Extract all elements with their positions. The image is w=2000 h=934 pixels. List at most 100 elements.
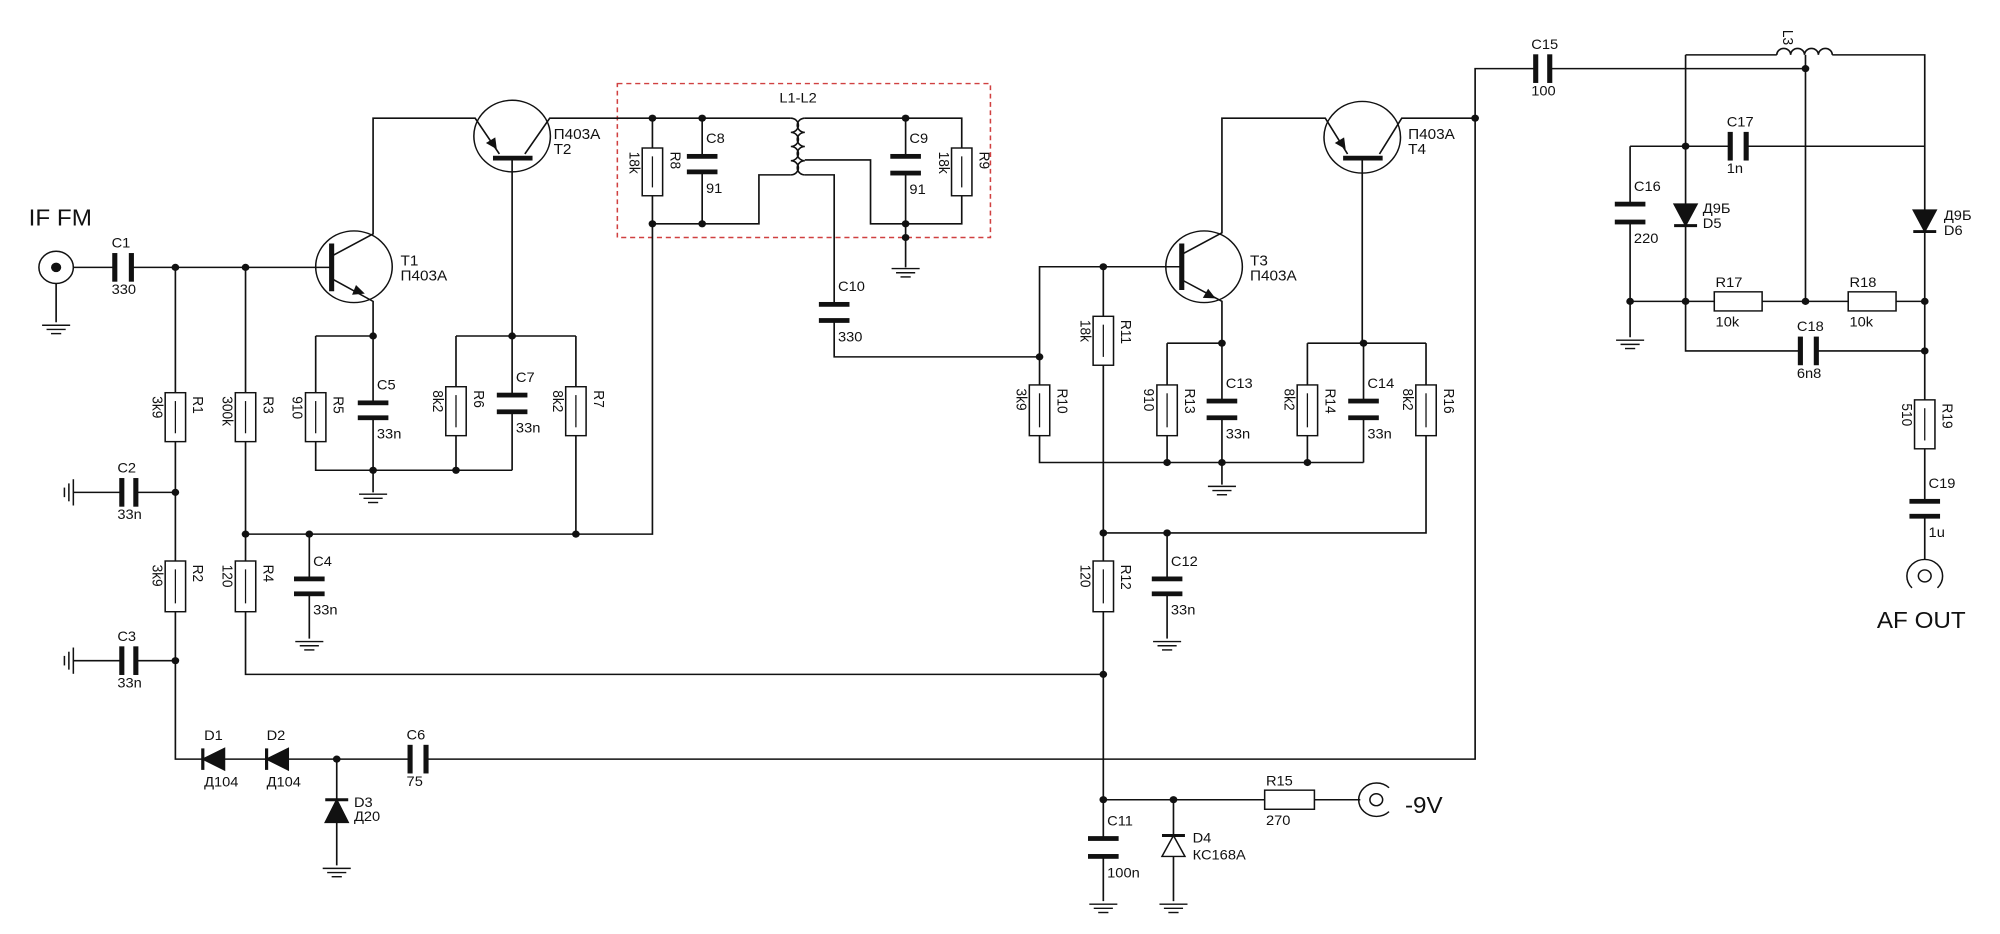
resistor-value: 3k9 [148,396,165,418]
junction-dot [369,466,377,474]
cap-gap [1535,53,1550,85]
capacitor-C10-plate [818,301,850,307]
junction-dot [1218,458,1226,467]
label: Д9Б [1944,209,1972,224]
capacitor-C19-plate [1909,513,1941,519]
resistor-ref: R3 [259,396,276,414]
capacitor-value: 33n [377,427,401,442]
wire [1684,54,1925,352]
junction-dot [901,233,910,242]
label: Д104 [267,775,301,790]
capacitor-ref: C2 [117,461,136,476]
capacitor-C14-plate [1348,415,1379,421]
transistor-T4 [1323,100,1402,174]
capacitor-C13-plate [1206,415,1238,421]
junction-dot [572,530,580,538]
label: T4 [1408,142,1426,157]
junction-dot [1169,796,1178,804]
capacitor-value: 91 [706,181,722,196]
junction-dot [1218,339,1226,347]
wire [1182,117,1349,255]
cap-gap [1086,838,1120,857]
junction-dot [452,466,460,474]
junction-dot [1681,297,1690,305]
connector-pin [1369,793,1384,807]
cap-gap [685,156,719,172]
capacitor-C6-plate [407,744,413,774]
resistor-ref: R8 [666,152,683,170]
inductor-label: L3 [1779,30,1796,45]
capacitor-ref: C17 [1727,115,1754,130]
capacitor-C1-plate [112,253,118,282]
junction-dot [1920,297,1929,305]
capacitor-value: 33n [313,603,337,618]
wire [1832,54,1926,560]
resistor-ref: R4 [259,565,276,583]
junction-dot [698,220,706,228]
transistor-T3 [1165,230,1244,304]
label: П403А [1250,269,1297,284]
capacitor-C12-plate [1151,576,1183,582]
cap-gap [889,156,923,174]
capacitor-C11-plate [1088,836,1119,841]
capacitor-ref: C8 [706,132,725,147]
capacitor-C17-plate [1743,131,1749,161]
capacitor-value: 33n [117,676,141,691]
resistor-R17 [1713,291,1763,312]
cap-gap [121,476,136,508]
capacitor-ref: C15 [1531,37,1558,52]
coil-winding [790,117,800,176]
ground-icon [1159,903,1188,914]
label: D3 [354,795,373,810]
junction-dot [1099,796,1108,804]
cap-gap [292,578,326,594]
capacitor-value: 1u [1929,526,1945,541]
junction-dot [1471,114,1479,122]
label: D2 [267,728,286,743]
junction-dot [1920,347,1929,355]
label: D5 [1703,216,1722,231]
capacitor-value: 33n [1171,603,1195,618]
ground-icon [1207,485,1236,496]
label: Д104 [204,775,238,790]
junction-dot [171,657,180,665]
cap-gap [410,743,427,775]
diode-D2 [264,747,290,772]
capacitor-value: 100 [1531,84,1556,99]
ground-icon [63,647,75,674]
capacitor-value: 33n [117,508,141,523]
label: D1 [204,728,223,743]
junction-dot [1163,529,1171,537]
capacitor-value: 330 [838,330,863,345]
resistor-ref: R6 [470,390,487,408]
resistor-ref: R14 [1321,389,1338,414]
wire [1038,265,1182,357]
capacitor-ref: C5 [377,378,396,393]
capacitor-value: 220 [1634,231,1659,246]
junction-dot [1303,458,1312,467]
resistor-value: 910 [1140,389,1157,412]
junction-dot [332,755,341,763]
junction-dot [1099,670,1108,678]
cap-gap [1613,204,1647,223]
supply-label: -9V [1405,793,1443,818]
resistor-value: 910 [289,396,306,419]
capacitor-C11-plate [1088,854,1119,859]
label: T2 [554,142,572,157]
cap-gap [1730,130,1747,162]
cap-gap [114,251,132,283]
transistor-T2 [473,99,552,173]
capacitor-C5-plate [357,400,389,406]
resistor-value: 3k9 [1012,389,1029,411]
diode-D6 [1912,209,1938,234]
capacitor-C6-plate [423,744,429,774]
capacitor-C2-plate [133,478,139,507]
resistor-ref: R19 [1938,403,1955,428]
junction-dot [241,530,250,538]
ground-icon [42,324,71,335]
capacitor-ref: C6 [407,728,426,743]
capacitor-value: 33n [1367,427,1391,442]
capacitor-C18-plate [1797,336,1803,366]
capacitor-ref: C3 [117,629,136,644]
